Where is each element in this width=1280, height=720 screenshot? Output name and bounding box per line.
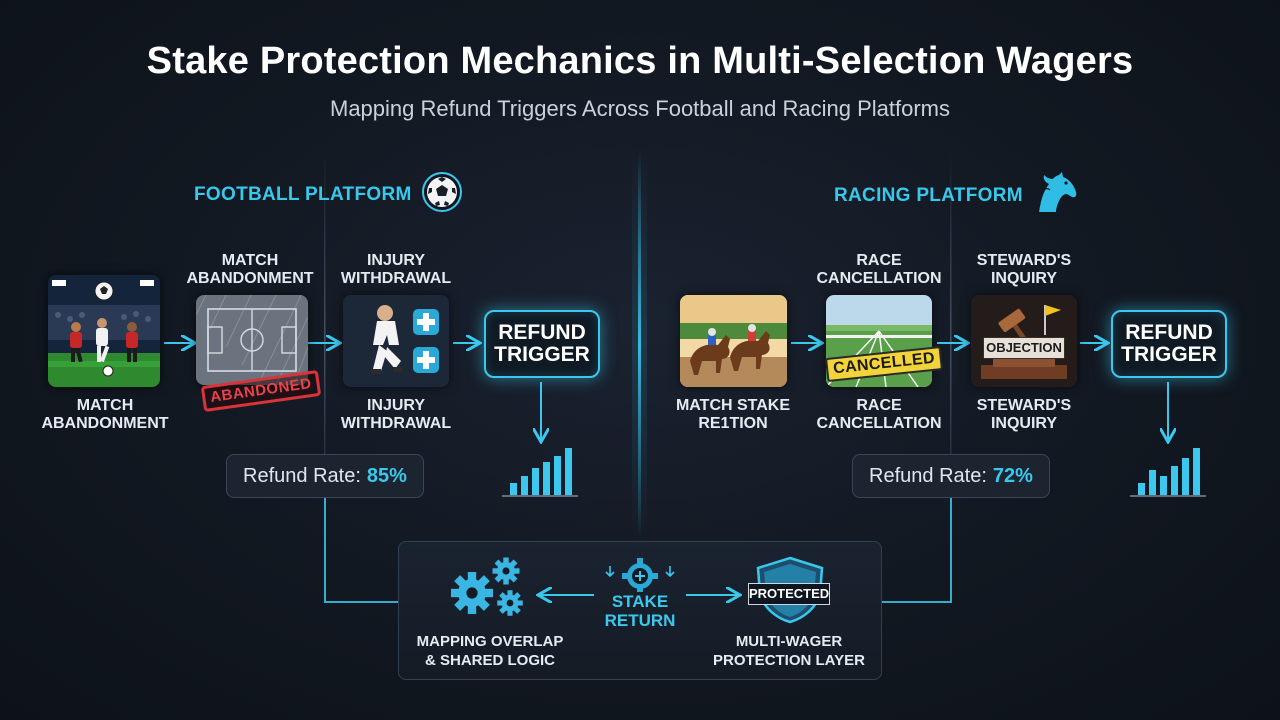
bar-chart-racing-icon — [1130, 448, 1206, 497]
football-platform-label: FOOTBALL PLATFORM — [194, 183, 412, 205]
racing-refund-trigger: REFUND TRIGGER — [1111, 310, 1227, 378]
racing-step3-top-caption: STEWARD'S INQUIRY — [976, 252, 1072, 287]
football-step2-top-caption: MATCH ABANDONMENT — [186, 252, 314, 287]
protected-badge: PROTECTED — [748, 583, 830, 605]
racing-step2-bottom-caption: RACE CANCELLATION — [816, 397, 942, 432]
mapping-overlap-caption: MAPPING OVERLAP & SHARED LOGIC — [416, 633, 564, 669]
racing-rate-value: 72% — [992, 464, 1033, 487]
football-injury-image — [343, 295, 449, 387]
football-abandoned-image — [196, 295, 308, 385]
football-step3-top-caption: INJURY WITHDRAWAL — [340, 252, 452, 287]
objection-plaque: OBJECTION — [983, 337, 1065, 359]
racing-step2-top-caption: RACE CANCELLATION — [816, 252, 942, 287]
racing-platform-header: RACING PLATFORM — [834, 170, 1079, 221]
football-platform-header: FOOTBALL PLATFORM — [194, 170, 464, 219]
racing-platform-label: RACING PLATFORM — [834, 184, 1023, 206]
stake-return-icon — [604, 556, 676, 597]
connector-left — [324, 495, 398, 603]
racing-refund-rate: Refund Rate: 72% — [852, 454, 1050, 498]
racing-horses-image — [680, 295, 787, 387]
page-title: Stake Protection Mechanics in Multi-Sele… — [146, 40, 1134, 82]
football-icon — [420, 170, 464, 219]
football-rate-label: Refund Rate: — [243, 464, 361, 487]
football-step1-caption: MATCH ABANDONMENT — [41, 397, 169, 432]
bar-chart-football-icon — [502, 448, 578, 497]
football-rate-value: 85% — [366, 464, 407, 487]
football-stadium-image — [48, 275, 160, 387]
racing-step3-bottom-caption: STEWARD'S INQUIRY — [976, 397, 1072, 432]
football-refund-trigger: REFUND TRIGGER — [484, 310, 600, 378]
protection-layer-caption: MULTI-WAGER PROTECTION LAYER — [713, 633, 865, 669]
football-refund-rate: Refund Rate: 85% — [226, 454, 424, 498]
racing-rate-label: Refund Rate: — [869, 464, 987, 487]
connector-right — [882, 495, 952, 603]
stake-return-caption: STAKE RETURN — [604, 592, 676, 630]
racing-step1-caption: MATCH STAKE RE1TION — [675, 397, 791, 432]
horse-head-icon — [1029, 170, 1079, 221]
football-step3-bottom-caption: INJURY WITHDRAWAL — [340, 397, 452, 432]
objection-text: OBJECTION — [986, 340, 1062, 355]
protected-badge-text: PROTECTED — [749, 586, 830, 601]
page-subtitle: Mapping Refund Triggers Across Football … — [330, 96, 950, 121]
